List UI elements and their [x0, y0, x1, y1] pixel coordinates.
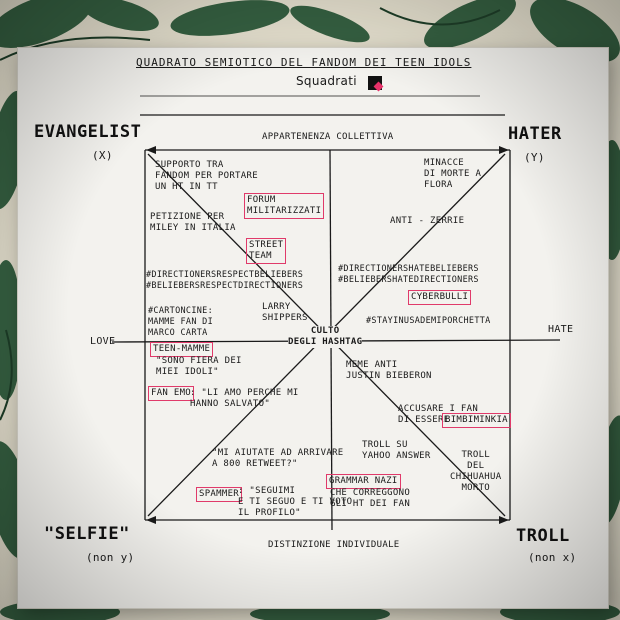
note-stayinusa: #STAYINUSADEMIPORCHETTA [366, 316, 491, 326]
note-supporto: SUPPORTO TRA FANDOM PER PORTARE UN HT IN… [155, 160, 258, 192]
corner-selfie: "SELFIE" [44, 524, 130, 544]
note-cyberbulli: CYBERBULLI [408, 290, 472, 305]
note-street-team: STREET TEAM [246, 238, 287, 264]
axis-bottom-label: DISTINZIONE INDIVIDUALE [268, 540, 400, 550]
corner-hater: HATER [508, 124, 562, 144]
note-troll-yahoo: TROLL SU YAHOO ANSWER [362, 440, 431, 461]
note-cartoncine: #CARTONCINE: MAMME FAN DI MARCO CARTA [148, 306, 214, 338]
note-anti-zerrie: ANTI - ZERRIE [390, 216, 465, 226]
corner-hater-sub: (Y) [524, 151, 545, 164]
corner-troll-sub: (non x) [528, 551, 577, 564]
note-forum: FORUM MILITARIZZATI [244, 193, 325, 219]
note-grammar-nazi: GRAMMAR NAZI [326, 474, 401, 489]
note-troll-chihuahua: TROLL DEL CHIHUAHUA MORTO [450, 450, 502, 493]
corner-troll: TROLL [516, 526, 570, 546]
center-label: CULTO DEGLI HASHTAG [288, 326, 363, 348]
note-petizione: PETIZIONE PER MILEY IN ITALIA [150, 212, 236, 233]
note-bimbiminkia: BIMBIMINKIA [442, 413, 511, 428]
corner-evangelist: EVANGELIST [34, 122, 142, 142]
axis-left-label: LOVE [90, 336, 116, 347]
note-aiutate: "MI AIUTATE AD ARRIVARE A 800 RETWEET?" [212, 448, 344, 469]
note-accusare: ACCUSARE I FAN DI ESSERE [398, 404, 479, 425]
note-fan-emo: FAN EMO [148, 386, 195, 401]
axis-top-label: APPARTENENZA COLLETTIVA [262, 132, 394, 142]
note-teen-mamme: TEEN-MAMME [150, 342, 214, 357]
note-spammer: SPAMMER [196, 487, 243, 502]
note-teen-mamme-quote: "SONO FIERA DEI MIEI IDOLI" [156, 356, 242, 377]
note-hashtags-hate: #DIRECTIONERSHATEBELIEBERS #BELIEBERSHAT… [338, 264, 479, 285]
note-minacce: MINACCE DI MORTE A FLORA [424, 158, 482, 190]
squadrati-logo-icon [368, 76, 382, 90]
corner-selfie-sub: (non y) [86, 551, 135, 564]
note-spammer-quote: : "SEGUIMI E TI SEGUO E TI VOTO IL PROFI… [238, 486, 353, 518]
note-fan-emo-quote: : "LI AMO PERCHE MI HANNO SALVATO" [190, 388, 299, 409]
note-meme: MEME ANTI JUSTIN BIEBERON [346, 360, 432, 381]
note-hashtags-respect: #DIRECTIONERSRESPECTBELIEBERS #BELIEBERS… [146, 270, 304, 291]
note-larry-shippers: LARRY SHIPPERS [262, 302, 308, 323]
page-title: QUADRATO SEMIOTICO DEL FANDOM DEI TEEN I… [136, 56, 472, 69]
corner-evangelist-sub: (X) [92, 149, 113, 162]
note-grammar-rest: CHE CORREGGONO GLI HT DEI FAN [330, 488, 411, 509]
brand-name: Squadrati [296, 74, 357, 88]
axis-right-label: HATE [548, 324, 574, 335]
